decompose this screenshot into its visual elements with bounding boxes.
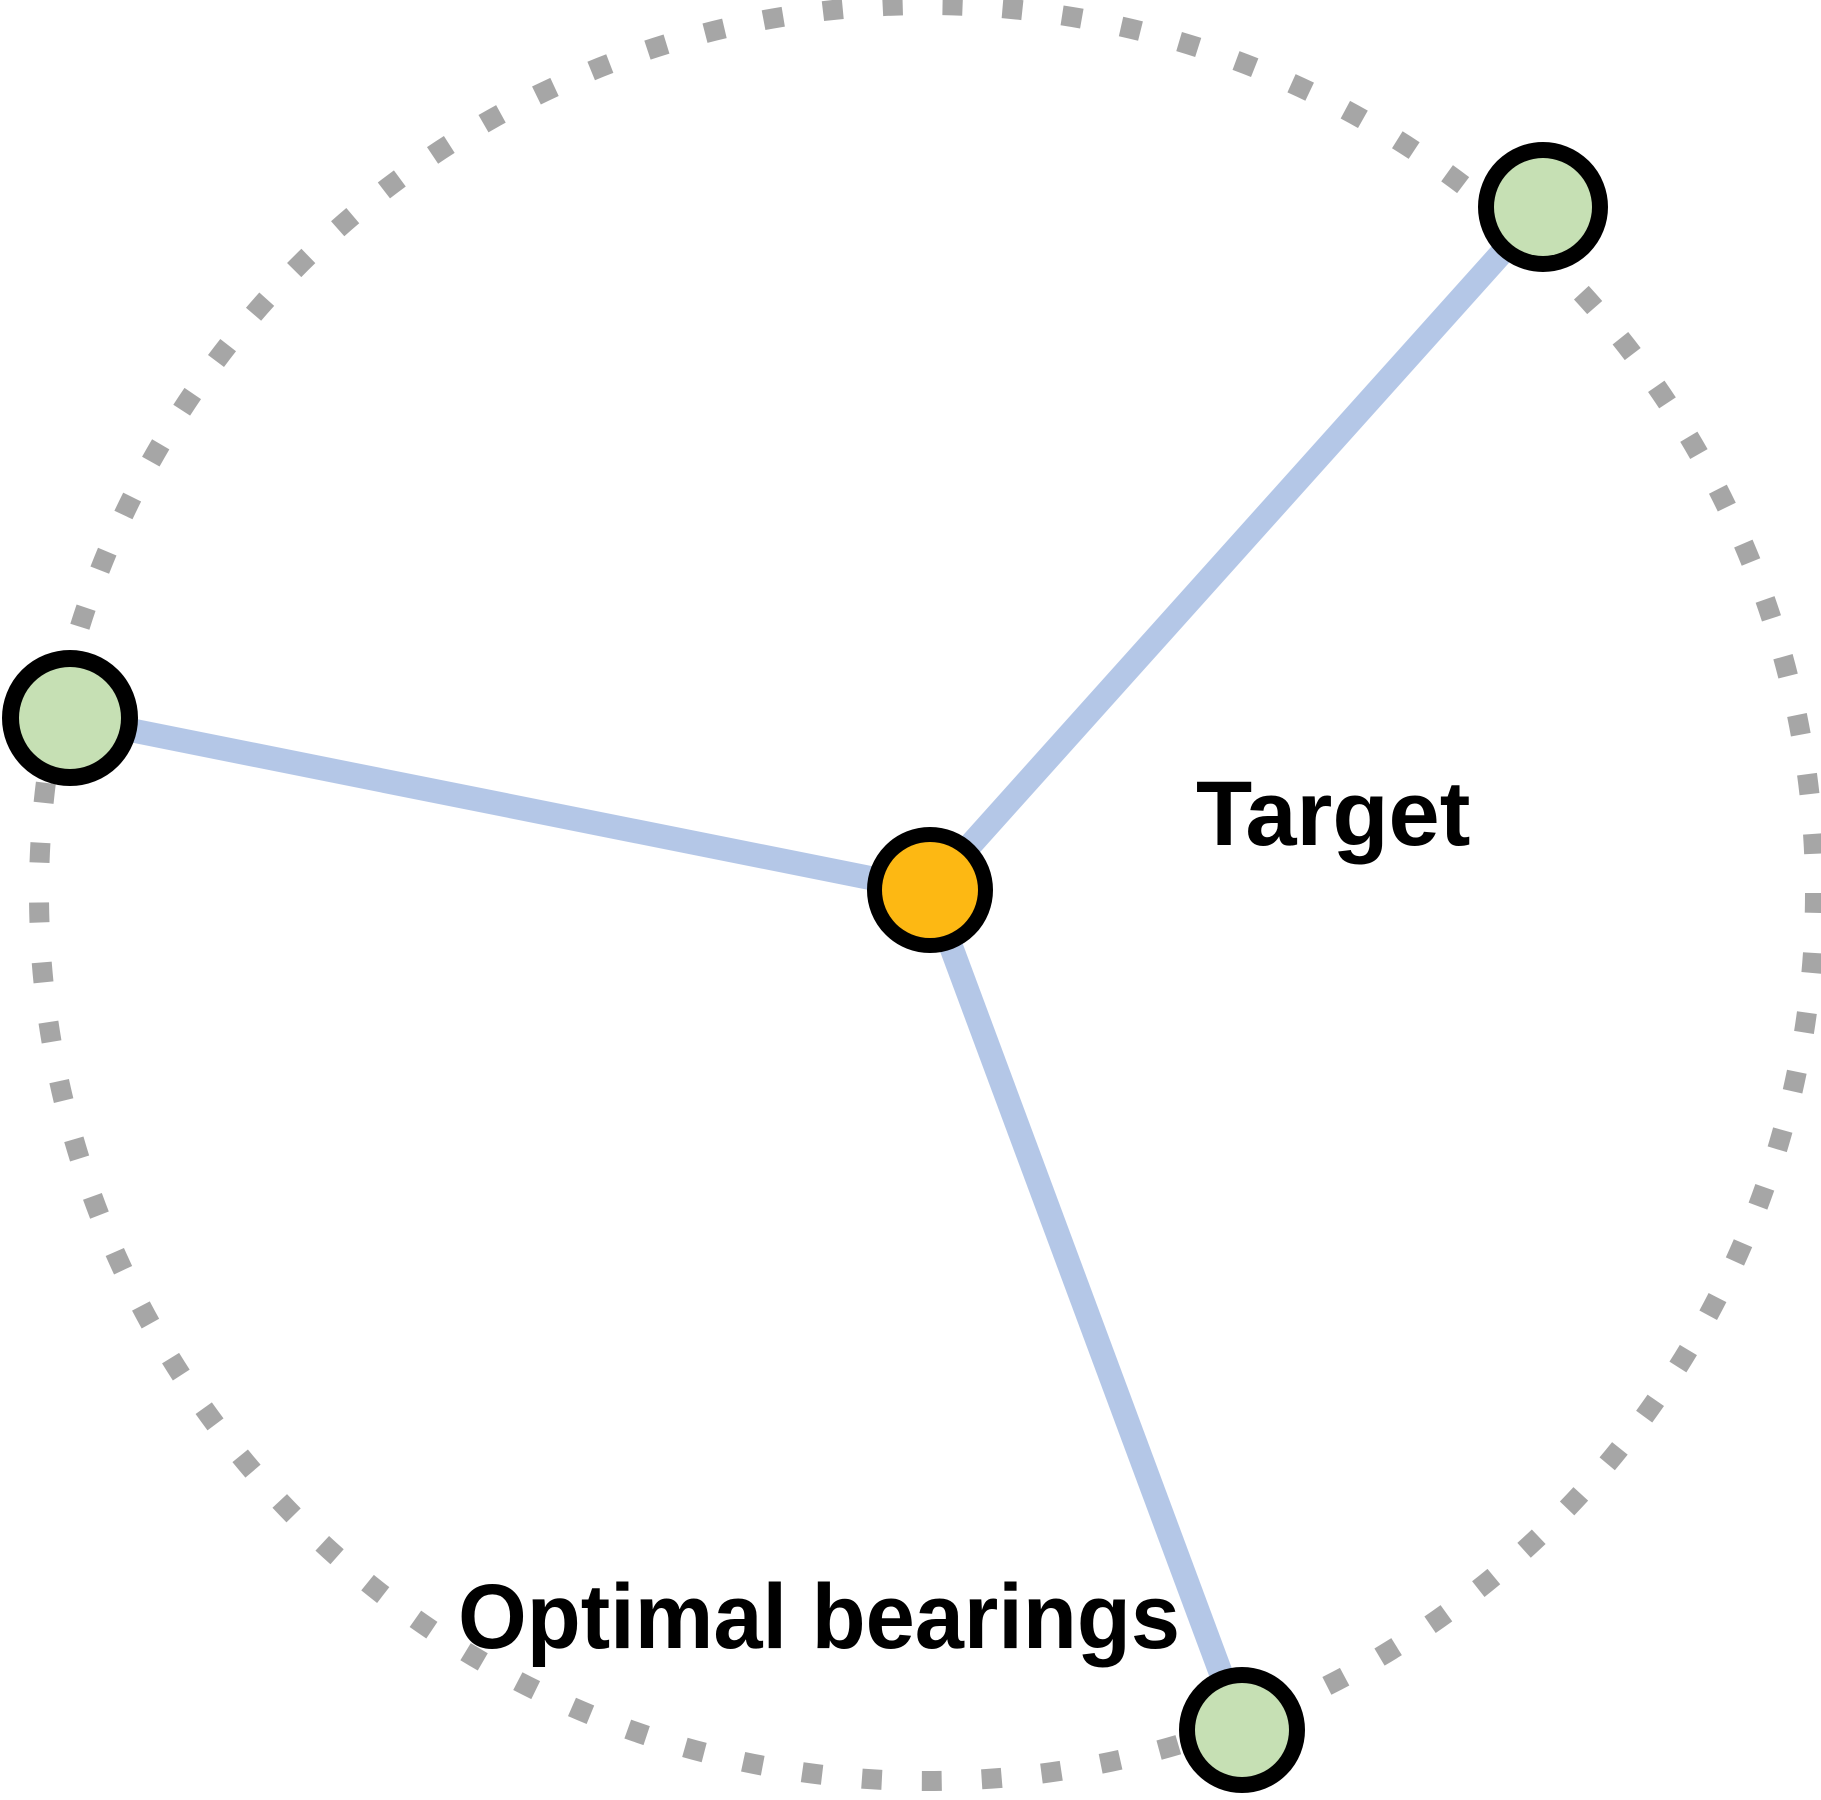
node-bearing-ne-fill <box>1494 158 1592 256</box>
optimal-bearings-label: Optimal bearings <box>458 1566 1180 1668</box>
node-target-fill <box>882 842 978 938</box>
node-bearing-s-ring <box>1179 1667 1305 1793</box>
edges-layer <box>128 242 1513 1681</box>
target-label: Target <box>1196 763 1470 865</box>
node-bearing-s[interactable] <box>1179 1667 1305 1793</box>
nodes-layer <box>2 142 1608 1793</box>
node-target-ring <box>867 827 993 953</box>
optimal-bearings-ring <box>29 0 1821 1791</box>
node-bearing-w-fill <box>19 667 121 769</box>
node-bearing-w[interactable] <box>2 650 138 786</box>
optimal-bearings-ring-group <box>29 0 1821 1791</box>
edge-target-to-bearing-s <box>938 939 1234 1681</box>
node-bearing-s-fill <box>1195 1683 1289 1777</box>
node-target[interactable] <box>867 827 993 953</box>
node-bearing-ne[interactable] <box>1478 142 1608 272</box>
edge-target-to-bearing-ne <box>959 242 1513 856</box>
node-bearing-w-ring <box>2 650 138 786</box>
node-bearing-ne-ring <box>1478 142 1608 272</box>
edge-target-to-bearing-w <box>128 718 877 891</box>
